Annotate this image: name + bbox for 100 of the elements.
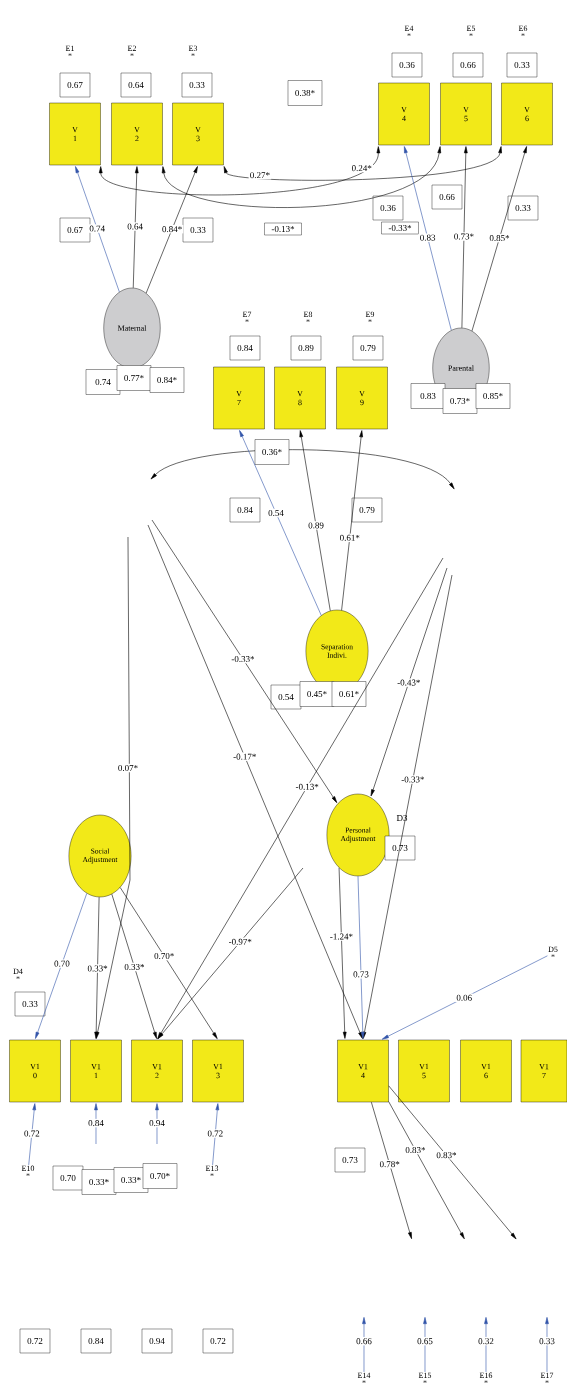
coefficient-box: 0.85* bbox=[475, 383, 511, 409]
arrow bbox=[388, 1085, 517, 1240]
edge-label: 0.06 bbox=[455, 993, 474, 1003]
edge-label: 0.72 bbox=[22, 1129, 41, 1138]
edge-label: -0.33* bbox=[230, 654, 256, 664]
arrow bbox=[388, 1101, 465, 1240]
coefficient-box: 0.38* bbox=[287, 80, 323, 106]
coefficient-box: 0.89 bbox=[290, 335, 322, 361]
coefficient-box: 0.36 bbox=[391, 52, 423, 78]
arrow bbox=[147, 524, 363, 1039]
arrow bbox=[362, 1317, 366, 1373]
edge-label: 0.89 bbox=[307, 521, 326, 530]
coefficient-box: 0.61* bbox=[331, 681, 367, 707]
coefficient-box: 0.33 bbox=[506, 52, 538, 78]
arrow bbox=[145, 166, 198, 294]
arrow bbox=[545, 1317, 549, 1373]
edge-label: 0.33 bbox=[537, 1336, 557, 1346]
edge-label: 0.83 bbox=[418, 233, 437, 242]
arrow bbox=[223, 146, 502, 181]
coefficient-box: 0.33* bbox=[81, 1169, 117, 1195]
arrow bbox=[484, 1317, 488, 1373]
edge-label: 0.73 bbox=[351, 970, 371, 979]
edge-label: -0.97* bbox=[227, 937, 253, 947]
edge-label: -0.13* bbox=[294, 782, 320, 792]
coefficient-box: 0.72 bbox=[19, 1328, 51, 1354]
arrow bbox=[119, 887, 218, 1039]
arrow bbox=[75, 166, 120, 293]
arrow bbox=[239, 430, 322, 616]
edge-label: 0.70* bbox=[152, 951, 176, 961]
coefficient-box: 0.67 bbox=[59, 72, 91, 98]
edge-label: 0.84* bbox=[160, 224, 184, 234]
coefficient-box: 0.84 bbox=[229, 497, 261, 523]
coefficient-box: 0.36 bbox=[372, 195, 404, 221]
edge-label: -0.43* bbox=[396, 678, 422, 687]
arrow bbox=[212, 1103, 220, 1166]
coefficient-box: 0.79 bbox=[352, 335, 384, 361]
edge-label: 0.78* bbox=[378, 1159, 401, 1169]
edge-label: 0.66 bbox=[354, 1336, 374, 1346]
coefficient-box: 0.84 bbox=[80, 1328, 112, 1354]
edge-label: 0.84 bbox=[86, 1118, 106, 1128]
coefficient-box: 0.73 bbox=[384, 835, 416, 861]
arrow bbox=[151, 519, 338, 803]
edge-label: 0.85* bbox=[488, 233, 511, 243]
coefficient-box: 0.73* bbox=[442, 388, 478, 414]
coefficient-box: 0.33 bbox=[181, 72, 213, 98]
arrow bbox=[404, 146, 452, 331]
arrow bbox=[98, 146, 381, 196]
coefficient-box: 0.33 bbox=[14, 991, 46, 1017]
edge-label: 0.32 bbox=[476, 1336, 496, 1346]
edge-label: 0.27* bbox=[248, 170, 272, 180]
arrow bbox=[357, 875, 365, 1039]
coefficient-box: 0.94 bbox=[141, 1328, 173, 1354]
coefficient-box: 0.73 bbox=[334, 1147, 366, 1173]
coefficient-box: 0.45* bbox=[299, 681, 335, 707]
arrow bbox=[35, 893, 88, 1039]
arrow bbox=[299, 430, 331, 612]
edge-label: 0.54 bbox=[266, 508, 286, 518]
coefficient-box: 0.74 bbox=[85, 369, 121, 395]
edge-label: 0.24* bbox=[350, 163, 373, 173]
edge-label: 0.72 bbox=[206, 1129, 225, 1138]
arrow bbox=[371, 1101, 412, 1239]
edge-label: 0.73* bbox=[452, 232, 476, 241]
coefficient-box: 0.54 bbox=[270, 684, 302, 710]
arrow bbox=[157, 867, 304, 1040]
arrow bbox=[111, 893, 157, 1039]
arrow bbox=[341, 430, 363, 611]
edge-label: 0.64 bbox=[126, 222, 145, 231]
edge-label: 0.83* bbox=[435, 1150, 458, 1160]
arrow bbox=[461, 146, 468, 329]
coefficient-box: 0.79 bbox=[351, 497, 383, 523]
arrow bbox=[157, 557, 444, 1039]
edge-label: 0.70 bbox=[52, 959, 71, 968]
arrow bbox=[362, 574, 453, 1039]
arrow bbox=[132, 166, 139, 289]
coefficient-box: 0.33 bbox=[182, 217, 214, 243]
coefficient-box: -0.13* bbox=[264, 222, 302, 236]
coefficient-box: 0.33 bbox=[507, 195, 539, 221]
edge-label: -0.33* bbox=[400, 775, 426, 784]
coefficient-box: 0.70* bbox=[142, 1163, 178, 1189]
arrow bbox=[95, 536, 131, 1039]
coefficient-box: 0.36* bbox=[254, 439, 290, 465]
coefficient-box: 0.83 bbox=[410, 383, 446, 409]
edge-label: 0.61* bbox=[338, 533, 362, 543]
edge-label: -1.24* bbox=[328, 932, 355, 941]
arrow bbox=[471, 146, 527, 332]
coefficient-box: 0.77* bbox=[116, 365, 152, 391]
edge-label: -0.17* bbox=[231, 752, 258, 761]
edge-label: 0.07* bbox=[116, 763, 140, 773]
arrow bbox=[94, 896, 100, 1039]
arrow bbox=[28, 1103, 37, 1166]
arrow bbox=[161, 146, 442, 208]
edge-label: 0.33* bbox=[86, 964, 109, 973]
arrow bbox=[370, 567, 448, 797]
arrow bbox=[423, 1317, 427, 1373]
coefficient-box: 0.84 bbox=[229, 335, 261, 361]
edge-label: 0.33* bbox=[123, 962, 146, 972]
edge-label: 0.94 bbox=[147, 1118, 167, 1128]
coefficient-box: 0.64 bbox=[120, 72, 152, 98]
disturbance-label: D3 bbox=[396, 815, 408, 821]
coefficient-box: 0.66 bbox=[431, 184, 463, 210]
